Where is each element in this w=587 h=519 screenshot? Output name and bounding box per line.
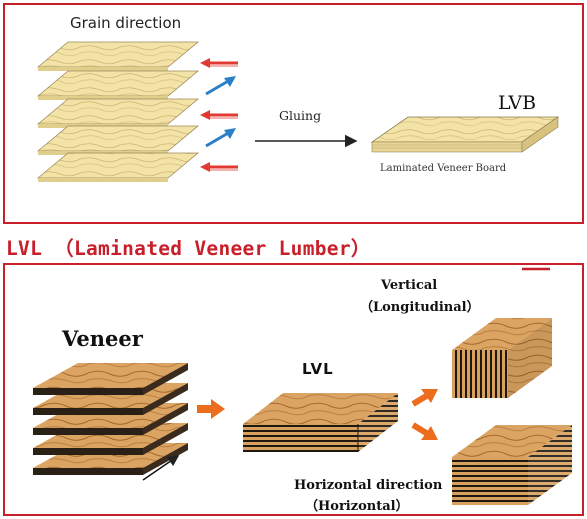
veneer-label: Veneer xyxy=(62,326,143,351)
veneer-sheet xyxy=(36,70,200,100)
lvl-block xyxy=(243,393,398,452)
vertical-cut-block xyxy=(452,318,552,398)
horizontal-label: （Horizontal） xyxy=(305,499,409,514)
arrow-left-red-icon xyxy=(200,58,238,68)
veneer-sheet xyxy=(36,152,200,182)
lvb-board xyxy=(370,116,560,153)
vertical-label: Vertical xyxy=(381,278,438,293)
section-title: LVL （Laminated Veneer Lumber） xyxy=(6,237,371,260)
arrow-diagonal-blue-icon xyxy=(205,76,236,96)
longitudinal-label: （Longitudinal） xyxy=(360,300,480,315)
arrow-right-orange-icon xyxy=(197,399,225,419)
arrow-down-right-orange-icon xyxy=(411,422,438,440)
horizontal-direction-label: Horizontal direction xyxy=(294,478,443,493)
veneer-sheet xyxy=(36,125,200,155)
lvb-caption: Laminated Veneer Board xyxy=(380,163,507,174)
arrow-left-red-icon xyxy=(200,162,238,172)
gluing-label: Gluing xyxy=(279,108,322,123)
lvl-label: LVL xyxy=(302,360,334,378)
horizontal-cut-block xyxy=(452,425,572,505)
arrow-left-red-icon xyxy=(200,110,238,120)
grain-direction-label: Grain direction xyxy=(70,14,182,32)
veneer-stack xyxy=(33,363,188,475)
arrow-up-right-orange-icon xyxy=(411,389,438,407)
veneer-sheet xyxy=(36,41,200,71)
arrow-diagonal-blue-icon xyxy=(205,128,236,148)
grain-direction-arrow xyxy=(142,455,180,481)
veneer-sheet xyxy=(36,98,200,128)
lvb-label: LVB xyxy=(498,92,537,114)
